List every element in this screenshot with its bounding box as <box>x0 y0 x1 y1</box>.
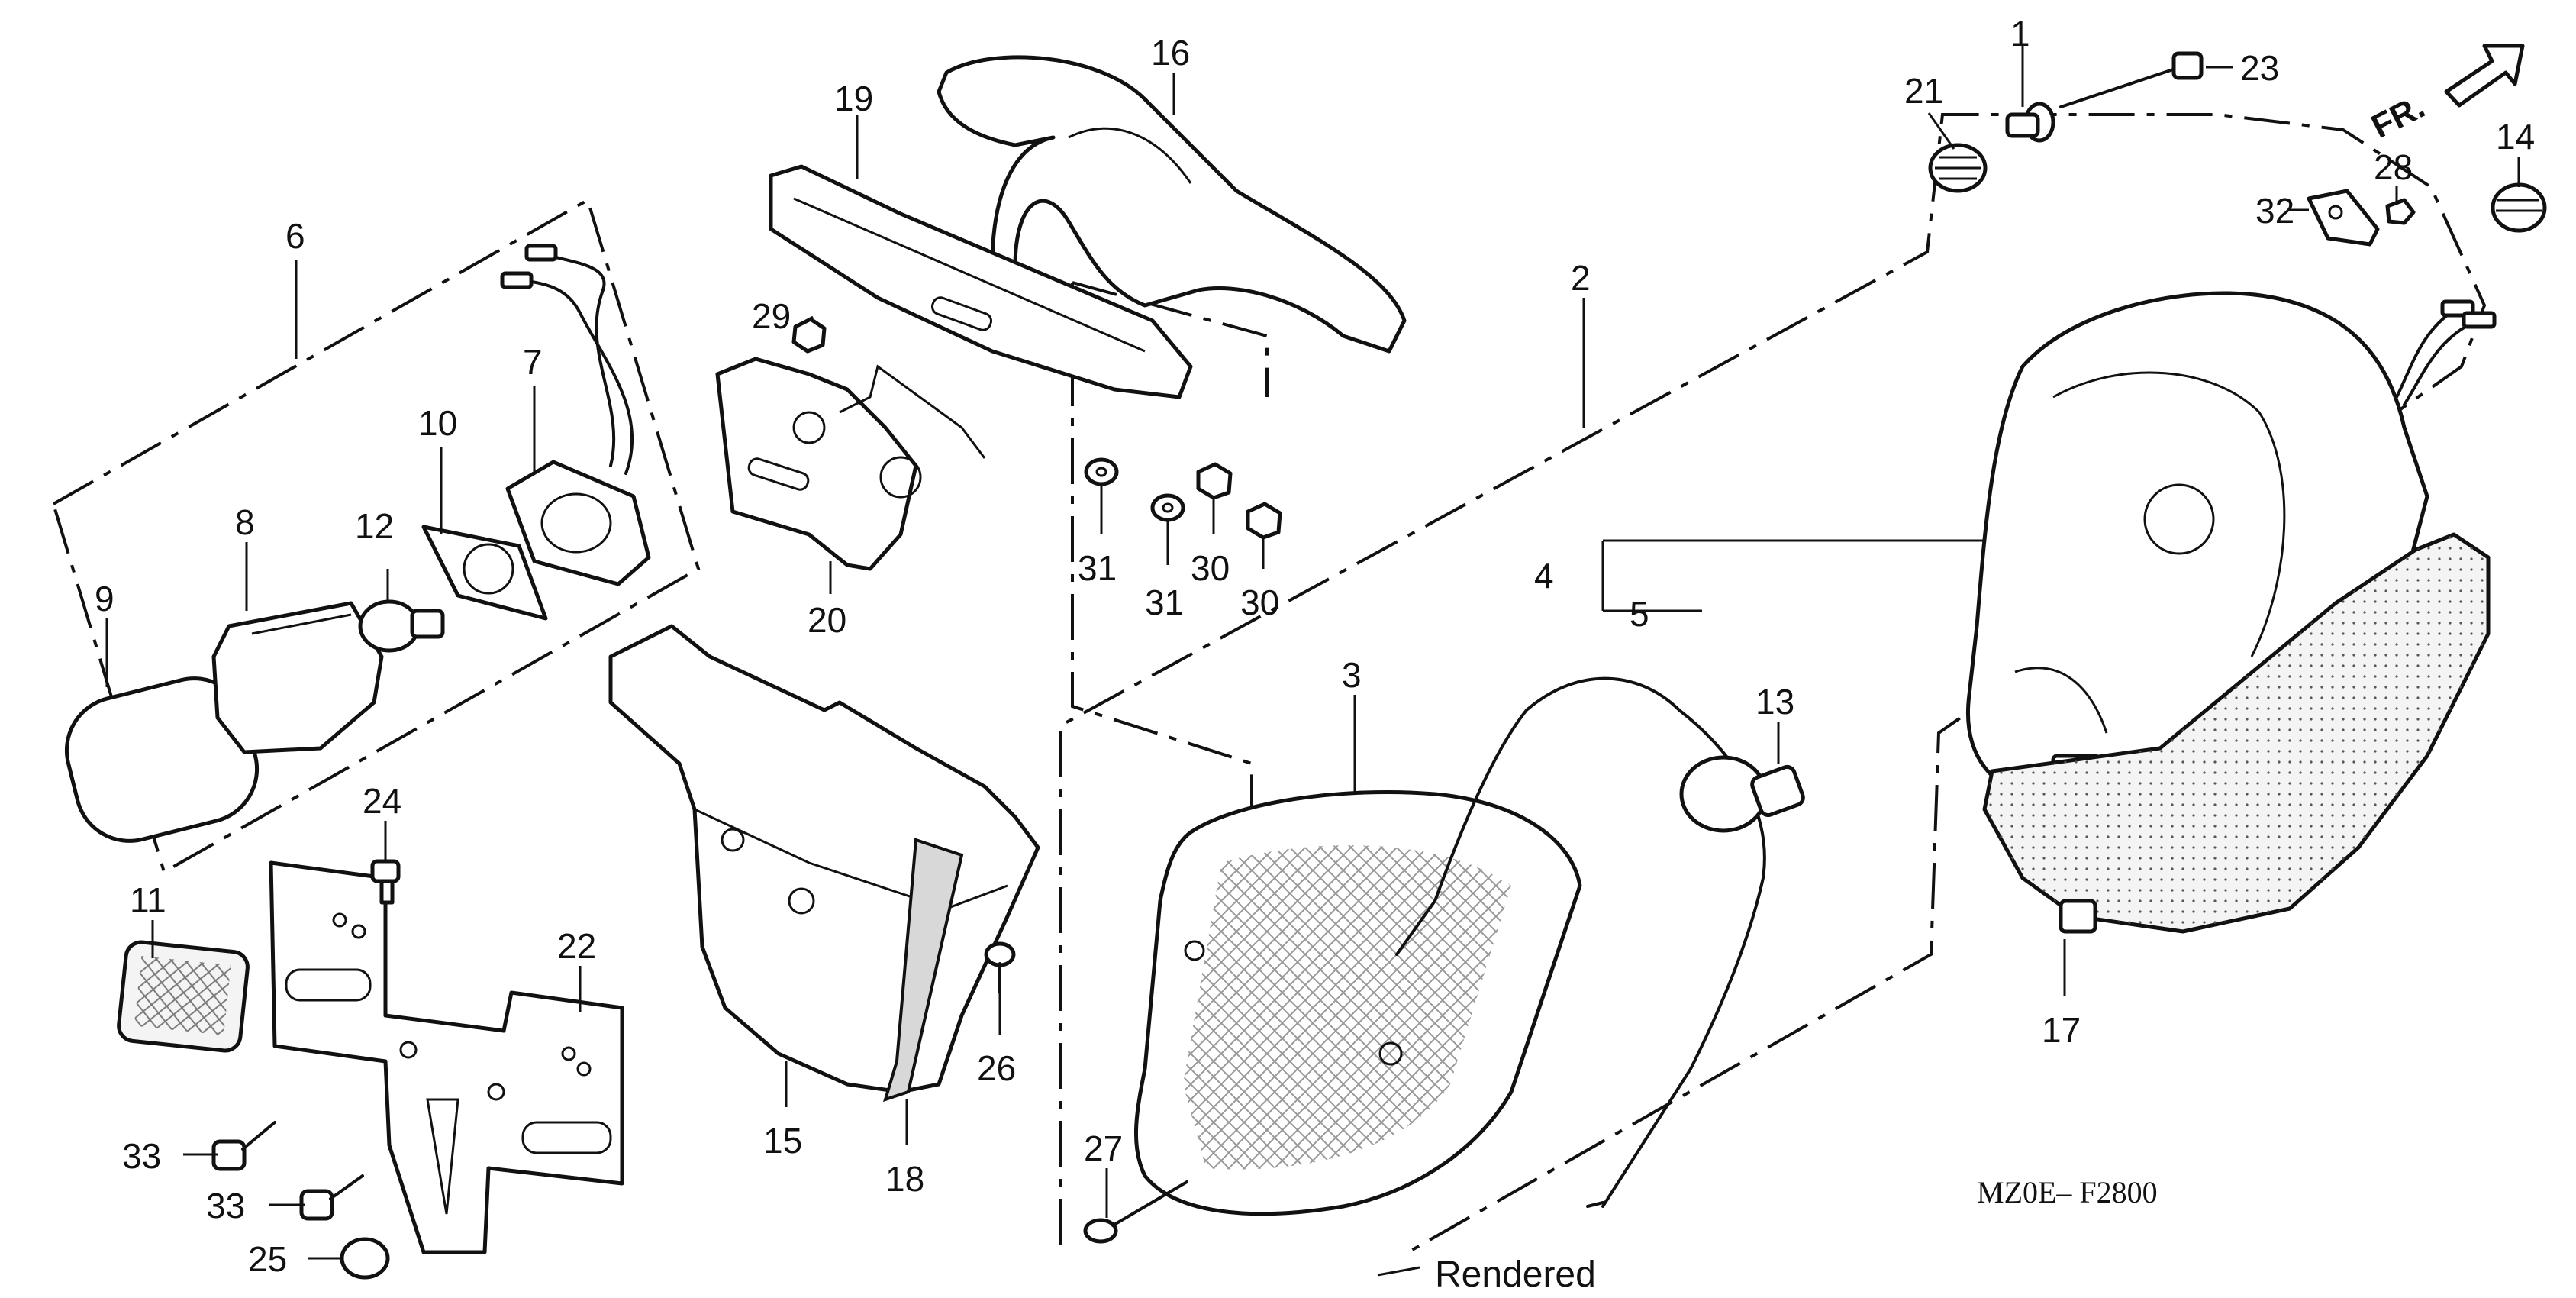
callout-31: 31 <box>1078 548 1117 588</box>
callout-numbers: 1 2 3 4 5 6 7 8 9 10 11 12 13 14 15 16 1… <box>95 14 2535 1279</box>
part-17-base-plate <box>1982 532 2491 934</box>
callout-21: 21 <box>1904 71 1943 111</box>
part-33-bolt-upper <box>211 1121 276 1171</box>
part-19-license-bracket-upper <box>769 164 1193 399</box>
callout-5: 5 <box>1630 594 1649 634</box>
part-10-gasket <box>421 525 548 621</box>
part-28-screw <box>2385 198 2416 225</box>
leader-lines <box>105 46 2520 1277</box>
part-25-cap-nut <box>340 1237 390 1280</box>
part-8-light-case <box>211 601 384 754</box>
part-22-license-bracket <box>269 860 624 1254</box>
group-outline-taillight <box>1059 113 2487 1254</box>
callout-20: 20 <box>808 600 846 640</box>
callout-19: 19 <box>834 79 873 118</box>
callout-8: 8 <box>235 502 255 542</box>
callout-13: 13 <box>1755 682 1794 722</box>
group-outline-bracket <box>1071 281 1269 840</box>
callout-27: 27 <box>1084 1128 1123 1168</box>
callout-23: 23 <box>2240 48 2279 88</box>
part-14-grommet <box>2491 182 2547 233</box>
part-31-washer-a <box>1084 457 1119 486</box>
callout-29: 29 <box>752 296 791 336</box>
callout-16: 16 <box>1151 33 1190 73</box>
callout-31: 31 <box>1145 583 1184 622</box>
part-26-screw <box>984 941 1016 994</box>
callout-24: 24 <box>363 781 401 821</box>
callout-17: 17 <box>2042 1010 2081 1050</box>
callout-9: 9 <box>95 579 114 618</box>
part-15-rear-fender <box>608 624 1040 1094</box>
callout-11: 11 <box>130 880 166 920</box>
part-12-bulb <box>358 599 445 653</box>
callout-12: 12 <box>355 506 394 546</box>
part-13-tail-bulb <box>1679 755 1805 833</box>
callout-22: 22 <box>557 926 596 966</box>
callout-3: 3 <box>1342 655 1362 695</box>
callout-2: 2 <box>1571 258 1591 298</box>
front-direction-label: FR. <box>2365 88 2430 146</box>
callout-26: 26 <box>977 1048 1016 1088</box>
part-5-lens-gasket <box>1395 676 1766 1208</box>
part-33-bolt-lower <box>299 1174 364 1221</box>
callout-28: 28 <box>2374 147 2413 187</box>
part-32-stay <box>2307 189 2380 247</box>
part-21-grommet <box>1928 143 1988 193</box>
callout-14: 14 <box>2496 117 2535 157</box>
callout-18: 18 <box>885 1159 924 1199</box>
callout-33: 33 <box>122 1136 161 1176</box>
part-18-seal-strip <box>882 838 964 1103</box>
caption-rendered: Rendered <box>1435 1254 1596 1295</box>
callout-4: 4 <box>1534 556 1554 596</box>
part-31-washer-b <box>1150 493 1185 522</box>
part-2-wire-leads <box>2395 299 2497 406</box>
part-1-collar <box>2005 102 2055 143</box>
callout-15: 15 <box>763 1121 802 1161</box>
callout-10: 10 <box>418 403 457 443</box>
part-27-screw <box>1083 1180 1188 1244</box>
callout-33: 33 <box>206 1186 245 1225</box>
part-16-rear-cover <box>937 55 1407 354</box>
part-30-nut-a <box>1196 462 1233 500</box>
part-20-stay <box>715 357 986 571</box>
callout-32: 32 <box>2255 191 2294 231</box>
part-11-reflector <box>117 940 250 1053</box>
callout-7: 7 <box>523 342 543 382</box>
front-direction-arrow-icon <box>2444 44 2525 108</box>
callout-30: 30 <box>1240 583 1279 622</box>
callout-6: 6 <box>285 216 305 256</box>
part-7-socket-cord <box>500 244 651 586</box>
callout-30: 30 <box>1191 548 1230 588</box>
part-3-taillight-lens <box>1134 789 1582 1216</box>
drawing-code: MZ0E– F2800 <box>1977 1175 2158 1209</box>
callout-25: 25 <box>248 1239 287 1279</box>
callout-1: 1 <box>2010 14 2030 53</box>
part-30-nut-b <box>1246 502 1282 540</box>
part-23-bolt <box>2059 51 2204 108</box>
